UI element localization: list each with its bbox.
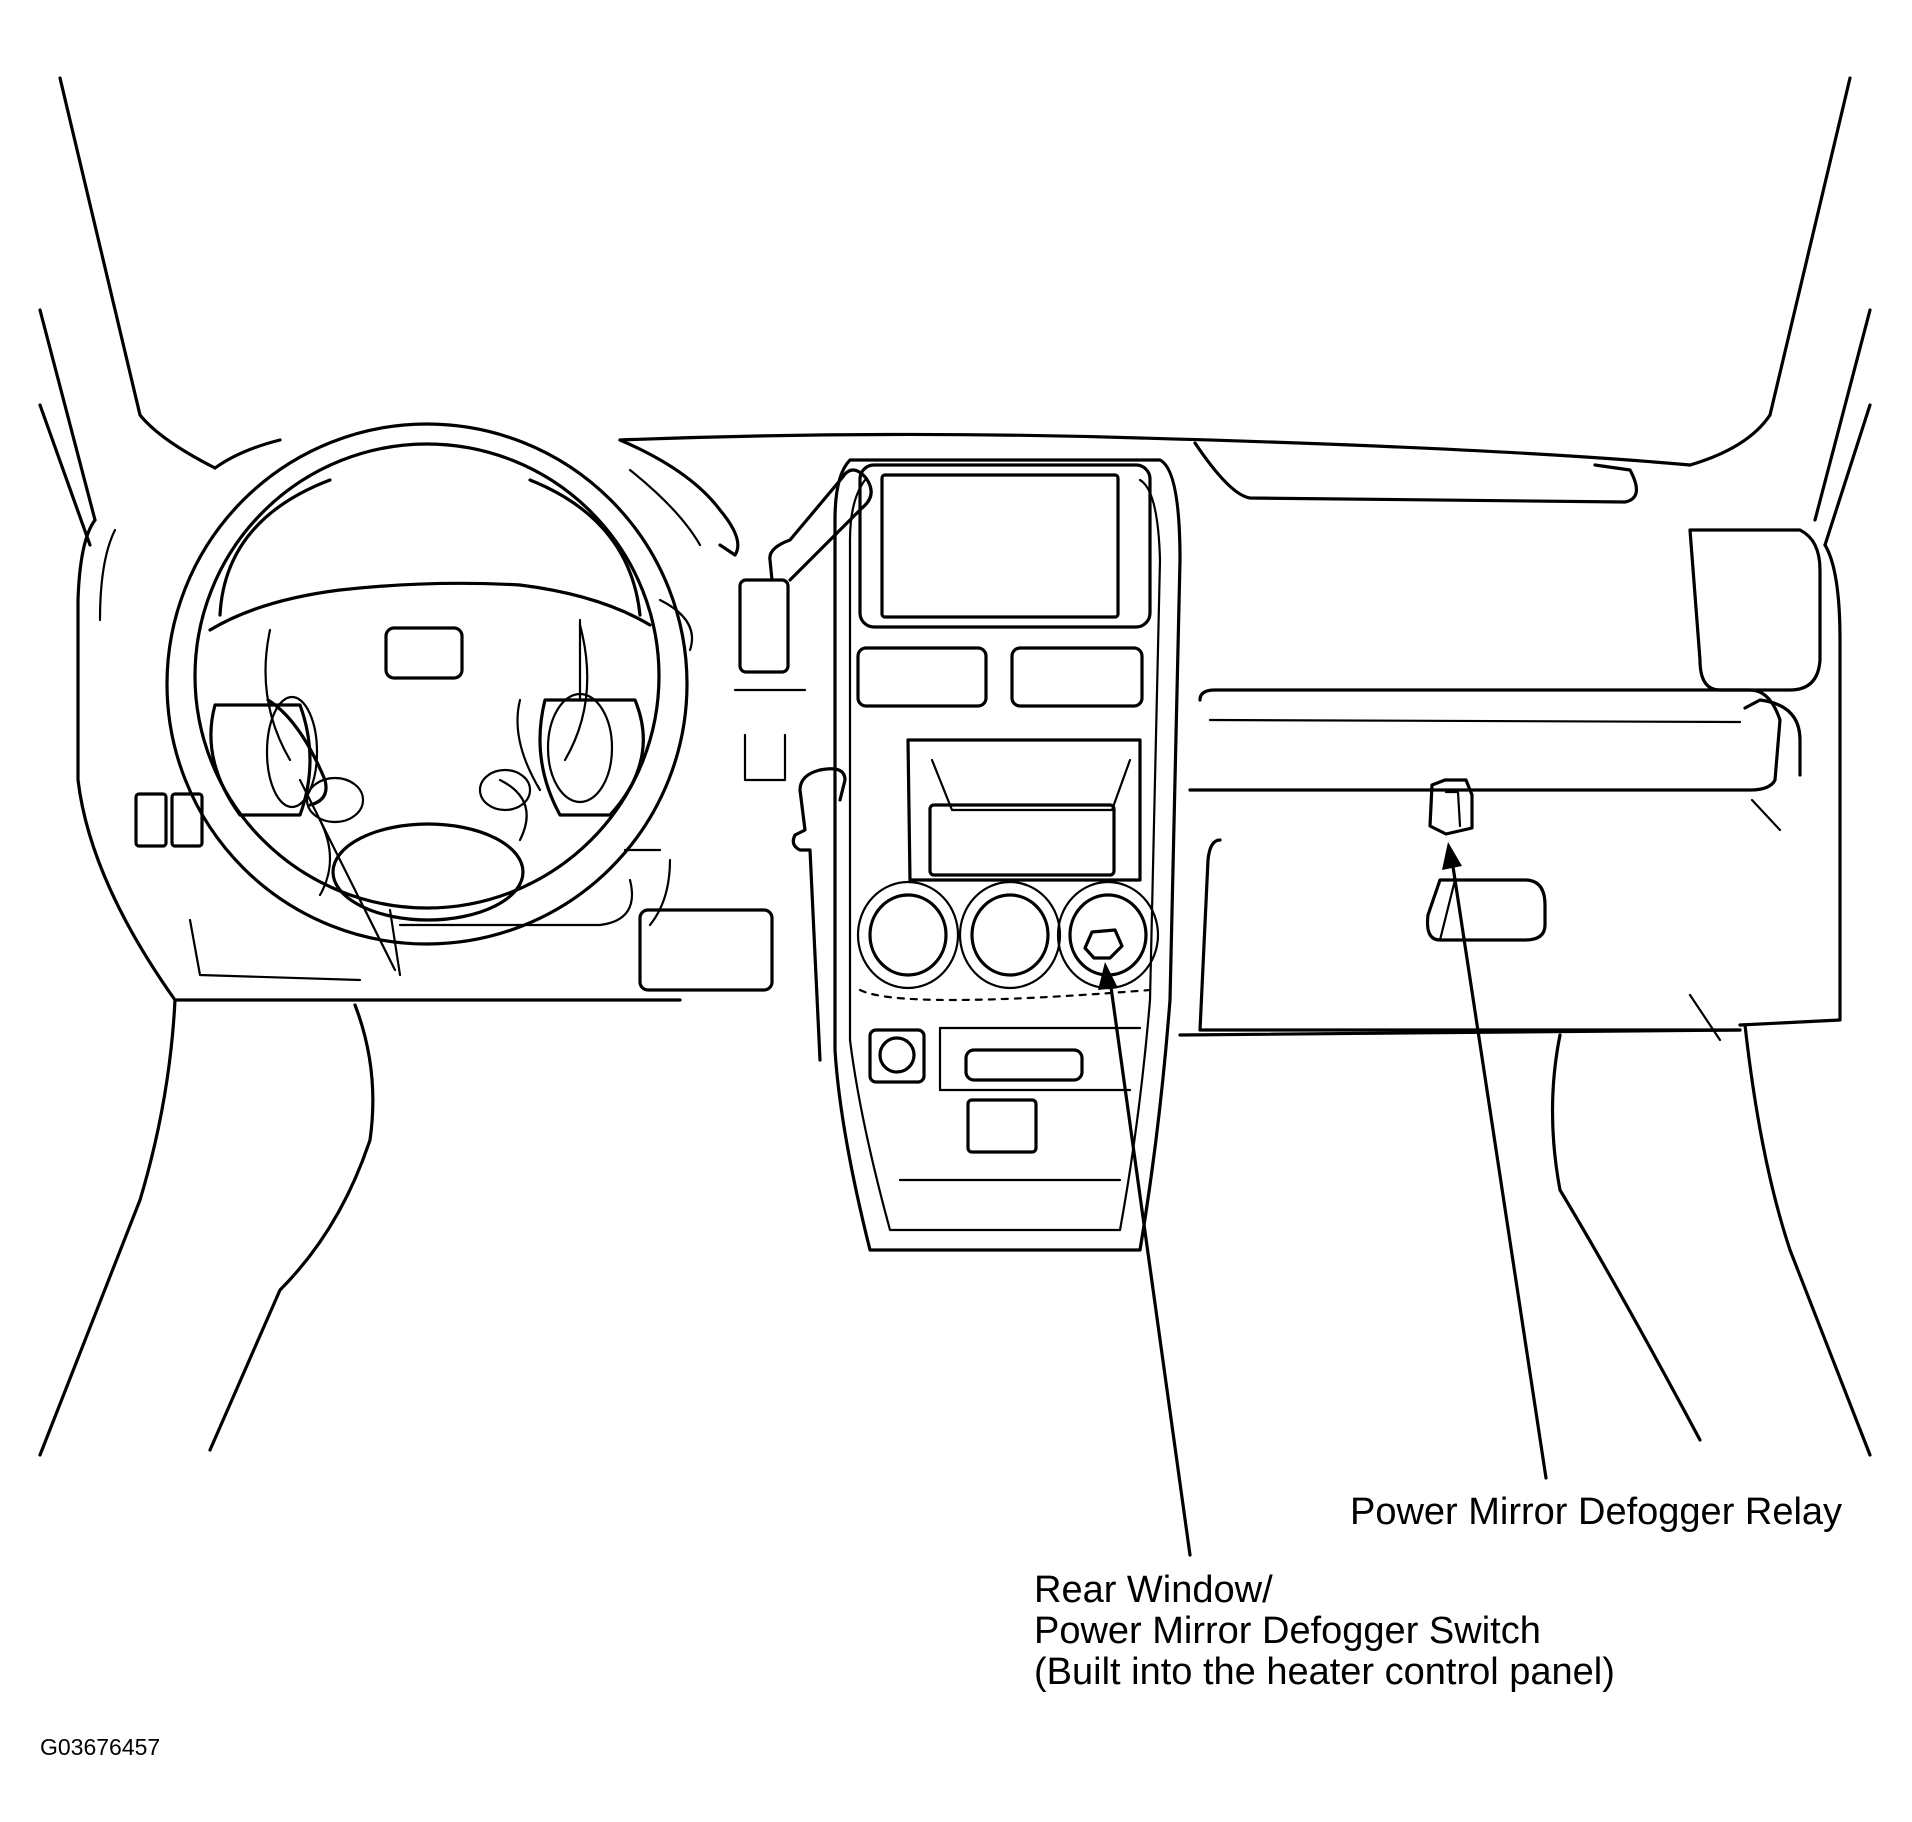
switch-callout-label: Rear Window/ Power Mirror Defogger Switc…: [1034, 1570, 1615, 1693]
figure-id: G03676457: [40, 1734, 161, 1760]
windshield-pillars: [38, 76, 1872, 547]
driver-footwell: [38, 908, 402, 1457]
defogger-switch-button: [1083, 928, 1124, 960]
dashboard-shell: [76, 432, 1842, 1027]
defogger-relay-block: [1428, 778, 1474, 836]
steering-wheel: [165, 422, 689, 972]
center-console: [791, 458, 1182, 1252]
instrument-cluster-area: [134, 438, 873, 992]
callout-leaders: [1098, 842, 1548, 1557]
switch-callout-line-3: (Built into the heater control panel): [1034, 1651, 1615, 1693]
passenger-dashboard: [1178, 441, 1822, 1042]
passenger-footwell: [1550, 1023, 1872, 1457]
switch-callout-line-1: Rear Window/: [1034, 1569, 1273, 1611]
switch-callout-line-2: Power Mirror Defogger Switch: [1034, 1610, 1541, 1652]
relay-callout-label: Power Mirror Defogger Relay: [1350, 1491, 1843, 1533]
